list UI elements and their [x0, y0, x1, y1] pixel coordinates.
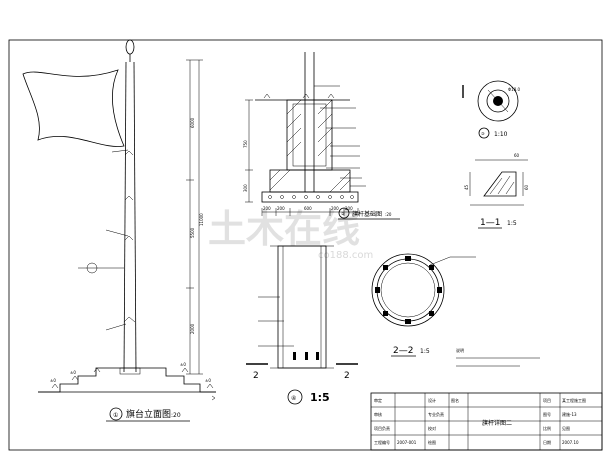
detail-3: Φ18.0 ③ 1:10 [462, 80, 521, 139]
tb-r2c7: 见图 [562, 425, 570, 431]
title-block: 审定 设计 图名 项目 某工程施工图 审核 专业负责 旗杆详图二 图号 建施-1… [370, 392, 603, 451]
finial-icon [125, 39, 135, 55]
detail-4: 2 2 ④ 1:5 [246, 245, 358, 405]
watermark: 土木在线 co188.com [208, 207, 373, 261]
tb-r3c6: 日期 [543, 439, 551, 445]
sec11-dim-left: 45 [464, 184, 469, 190]
elevation-scale: :20 [171, 412, 181, 419]
level-mark-2: ±0 [70, 370, 76, 375]
notes-label: 说明 [456, 347, 464, 353]
foundation-dim-b1: 200 [263, 206, 271, 211]
tb-r0c7: 某工程施工图 [562, 397, 586, 403]
level-mark-4: ±0 [205, 378, 211, 383]
detail3-dim: Φ18.0 [508, 87, 521, 92]
cut-mark-right: 2 [344, 371, 350, 381]
detail3-callout: ③ [481, 131, 485, 136]
detail4-scale: 1:5 [310, 391, 330, 404]
foundation-scale: :20 [385, 212, 392, 217]
foundation-dim-b2: 200 [277, 206, 285, 211]
section-2-2: 2—2 1:5 [371, 253, 476, 357]
tb-r1c7: 建施-13 [562, 411, 577, 417]
section11-scale: 1:5 [507, 220, 517, 227]
elev-dim-3: 2000 [190, 323, 195, 334]
foundation-dim-b4: 600 [304, 206, 312, 211]
flag-icon [22, 69, 125, 147]
level-mark-3: ±0 [180, 362, 186, 367]
notes: 说明 [456, 347, 540, 367]
watermark-url: co188.com [318, 250, 373, 261]
base-steps [38, 367, 216, 393]
tb-r3c1: 2007-001 [397, 440, 417, 445]
detail4-callout: ④ [291, 395, 296, 402]
tb-r0c2: 设计 [428, 397, 436, 403]
tb-r0c4: 图名 [451, 397, 459, 403]
foundation-title: 旗杆基础图 [352, 210, 382, 218]
elev-dim-total: 11000 [199, 213, 204, 226]
detail3-scale: 1:10 [494, 131, 508, 138]
tb-r0c6: 项目 [543, 397, 551, 403]
sec11-dim-right: 60 [524, 184, 529, 190]
tb-r3c2: 绘图 [428, 439, 436, 445]
foundation-dim-left-1: 750 [243, 140, 248, 148]
section22-scale: 1:5 [420, 348, 430, 355]
section11-label: 1—1 [480, 218, 500, 228]
foundation-dim-left-2: 300 [243, 184, 248, 192]
elevation-callout: ① [113, 412, 118, 419]
elev-dim-1: 6000 [190, 117, 195, 128]
tb-drawing-name: 旗杆详图二 [482, 419, 512, 427]
section-1-1: 60 45 60 1—1 1:5 [464, 153, 529, 229]
tb-r1c2: 专业负责 [428, 411, 444, 417]
tb-r0c0: 审定 [374, 397, 382, 403]
tb-r3c7: 2007.10 [562, 440, 579, 445]
foundation-callout: ② [341, 211, 345, 216]
elevation-title: 旗台立面图 [126, 408, 171, 420]
cut-mark-left: 2 [253, 371, 259, 381]
tb-r1c0: 审核 [374, 411, 382, 417]
tb-r1c6: 图号 [543, 411, 551, 417]
tb-r2c0: 项目负责 [374, 425, 390, 431]
sheet-border [8, 39, 603, 451]
foundation-section: 750 300 200 200 600 200 200 ② 旗杆基础图 :20 [243, 52, 400, 220]
foundation-dim-b7: 200 [345, 206, 353, 211]
tb-r2c2: 校对 [428, 425, 436, 431]
flagpole-elevation: ±0 ±0 ±0 ±0 6000 5500 2000 11000 ① 旗台立面图… [22, 39, 216, 422]
level-mark-1: ±0 [50, 378, 56, 383]
foundation-dim-b6: 200 [331, 206, 339, 211]
sec11-dim-top: 60 [514, 153, 520, 158]
section22-label: 2—2 [393, 346, 413, 356]
watermark-brand: 土木在线 [208, 207, 360, 251]
elev-dim-2: 5500 [190, 227, 195, 238]
tb-r3c0: 工程编号 [374, 439, 390, 445]
tb-r2c6: 比例 [543, 425, 551, 431]
